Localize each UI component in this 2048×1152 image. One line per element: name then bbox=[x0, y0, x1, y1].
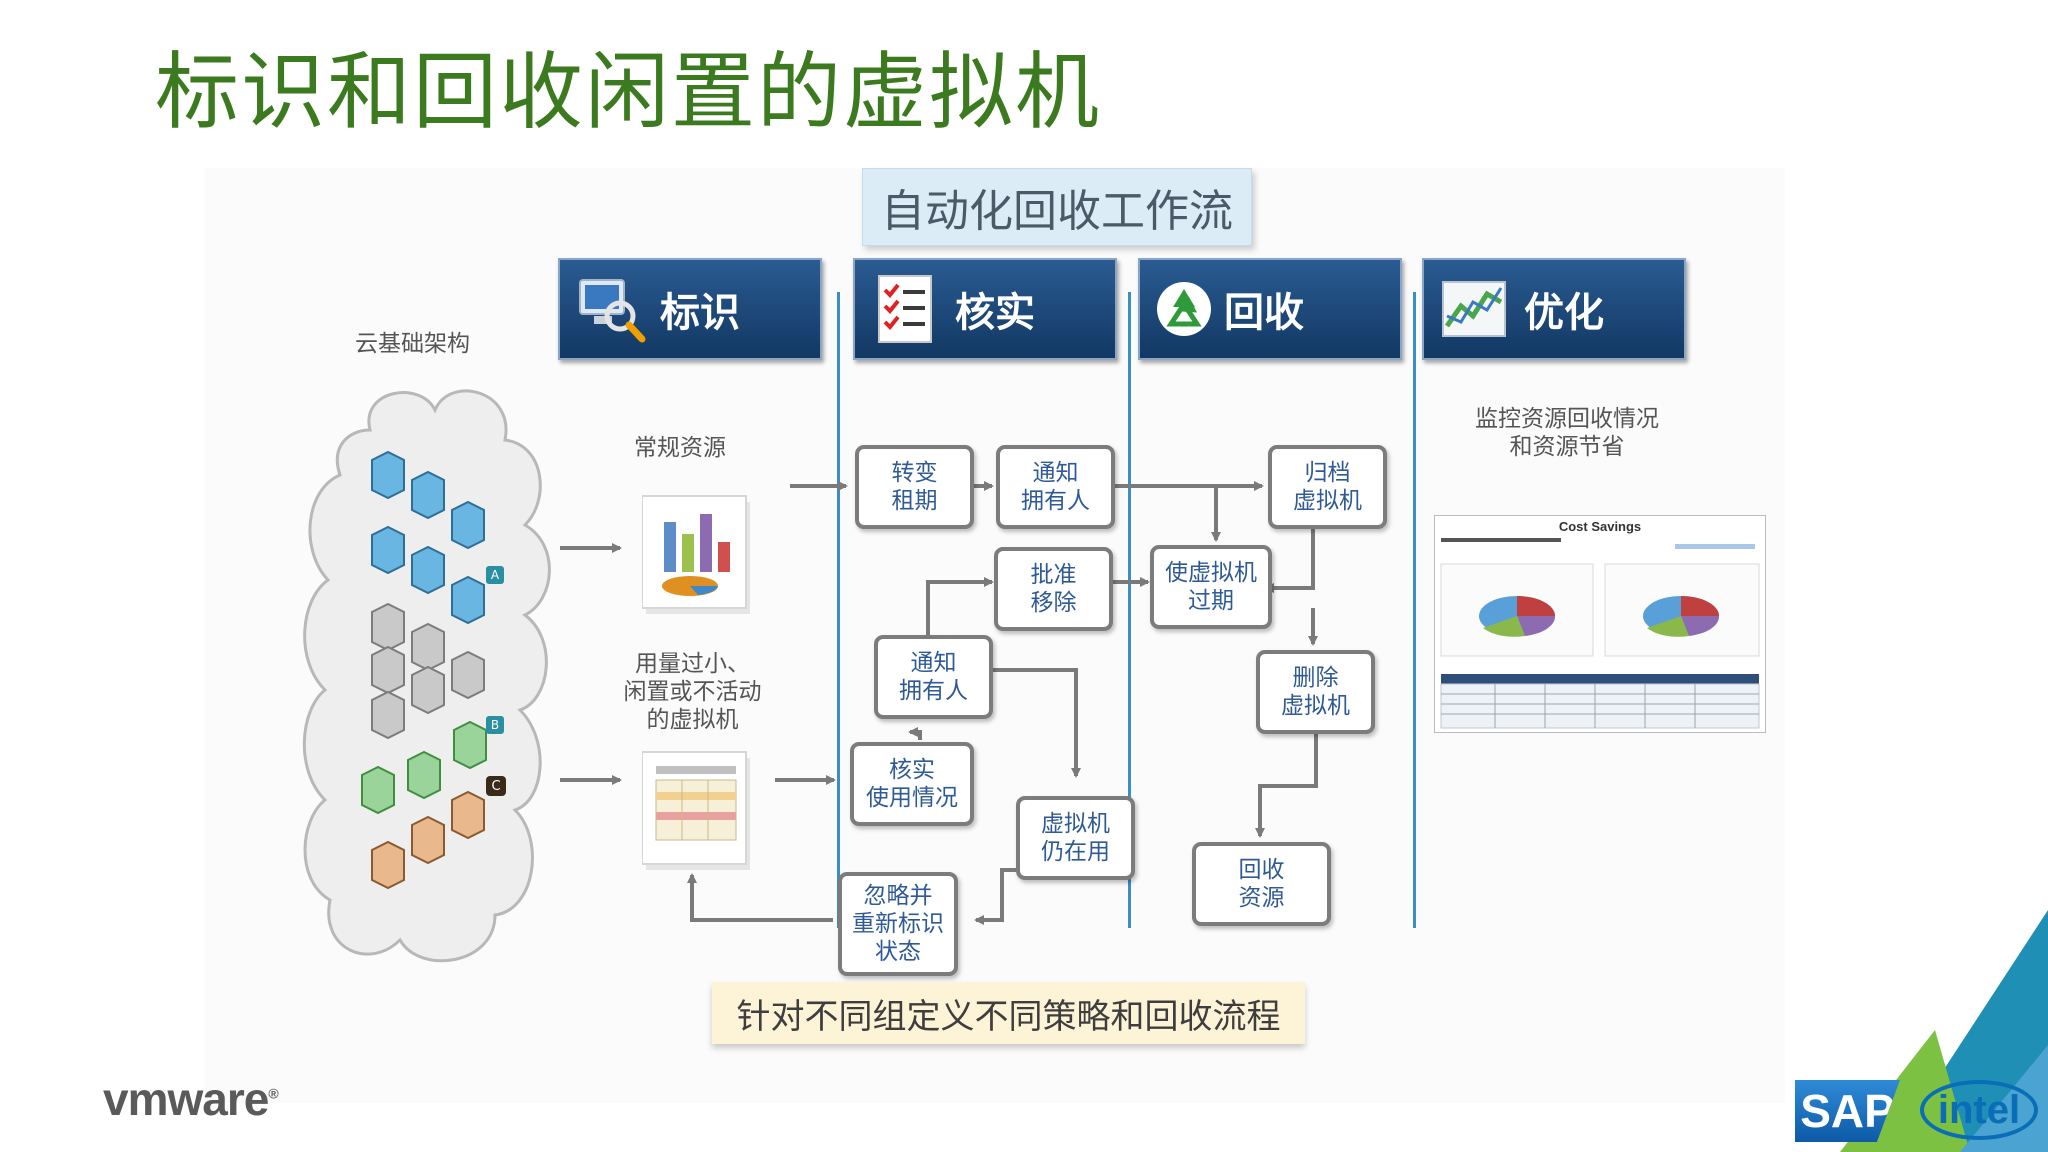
box-line: 批准 bbox=[1030, 562, 1077, 588]
intel-logo: intel bbox=[1920, 1080, 2038, 1140]
box-line: 使用情况 bbox=[866, 785, 958, 811]
marker-b: B bbox=[486, 716, 504, 734]
computer-magnifier-icon bbox=[572, 270, 650, 348]
box-line: 重新标识 bbox=[852, 911, 944, 937]
approve-remove-box: 批准 移除 bbox=[994, 547, 1113, 631]
report-table-icon bbox=[642, 751, 750, 870]
change-lease-box: 转变 租期 bbox=[855, 445, 974, 529]
expire-vm-box: 使虚拟机 过期 bbox=[1150, 545, 1272, 629]
stage-optimize: 优化 bbox=[1422, 258, 1686, 360]
box-line: 转变 bbox=[891, 460, 938, 486]
report-chart-icon bbox=[642, 495, 750, 614]
cloud-infrastructure bbox=[302, 389, 551, 963]
cost-savings-report: Cost Savings bbox=[1434, 515, 1766, 733]
box-line: 虚拟机 bbox=[1041, 811, 1110, 837]
stage-verify: 核实 bbox=[853, 258, 1117, 360]
monitor-label: 监控资源回收情况 和资源节省 bbox=[1462, 405, 1672, 461]
chart-trend-icon bbox=[1436, 270, 1514, 348]
recycle-icon bbox=[1154, 270, 1214, 348]
notify-owner-box-1: 通知 拥有人 bbox=[996, 445, 1115, 529]
delete-vm-box: 删除 虚拟机 bbox=[1256, 650, 1375, 734]
monitor-line: 和资源节省 bbox=[1509, 434, 1625, 460]
idle-vms-line: 用量过小、 bbox=[635, 651, 750, 677]
stage-separator bbox=[1413, 292, 1416, 928]
box-line: 核实 bbox=[889, 757, 935, 783]
cloud-label: 云基础架构 bbox=[355, 331, 470, 357]
verify-usage-box: 核实 使用情况 bbox=[850, 742, 974, 826]
stage-reclaim: 回收 bbox=[1138, 258, 1402, 360]
vmware-logo: vmware® bbox=[103, 1072, 279, 1126]
idle-vms-line: 的虚拟机 bbox=[646, 707, 739, 733]
stage-label: 核实 bbox=[955, 290, 1035, 336]
stage-label: 优化 bbox=[1524, 290, 1604, 336]
box-line: 过期 bbox=[1188, 588, 1234, 614]
normal-resources-label: 常规资源 bbox=[634, 435, 726, 461]
box-line: 通知 bbox=[910, 650, 957, 676]
box-line: 状态 bbox=[875, 939, 921, 965]
box-line: 回收 bbox=[1238, 857, 1285, 883]
stage-separator bbox=[1128, 292, 1131, 928]
box-line: 使虚拟机 bbox=[1165, 560, 1257, 586]
box-line: 忽略并 bbox=[863, 883, 933, 909]
idle-vms-label: 用量过小、 闲置或不活动 的虚拟机 bbox=[615, 650, 770, 734]
monitor-line: 监控资源回收情况 bbox=[1475, 406, 1659, 432]
box-line: 资源 bbox=[1238, 885, 1285, 911]
box-line: 拥有人 bbox=[899, 678, 968, 704]
workflow-title: 自动化回收工作流 bbox=[862, 168, 1252, 246]
stage-label: 回收 bbox=[1224, 290, 1304, 336]
sap-logo: SAP bbox=[1795, 1080, 1900, 1142]
stage-separator bbox=[837, 292, 840, 928]
checklist-icon bbox=[867, 270, 945, 348]
idle-vms-line: 闲置或不活动 bbox=[623, 679, 762, 705]
stage-label: 标识 bbox=[660, 290, 740, 336]
vmware-logo-text: vmware bbox=[103, 1073, 269, 1125]
strategy-banner: 针对不同组定义不同策略和回收流程 bbox=[712, 982, 1305, 1044]
box-line: 虚拟机 bbox=[1281, 693, 1350, 719]
box-line: 归档 bbox=[1304, 460, 1351, 486]
box-line: 拥有人 bbox=[1021, 488, 1090, 514]
slide-title: 标识和回收闲置的虚拟机 bbox=[155, 43, 1102, 141]
marker-a: A bbox=[486, 566, 504, 584]
archive-vm-box: 归档 虚拟机 bbox=[1268, 445, 1387, 529]
stage-identify: 标识 bbox=[558, 258, 822, 360]
reclaim-resources-box: 回收 资源 bbox=[1192, 842, 1331, 926]
report-title: Cost Savings bbox=[1558, 519, 1642, 534]
report-graphics bbox=[1440, 538, 1760, 729]
marker-c: C bbox=[486, 776, 506, 796]
box-line: 删除 bbox=[1292, 665, 1339, 691]
box-line: 移除 bbox=[1030, 590, 1077, 616]
notify-owner-box-2: 通知 拥有人 bbox=[874, 635, 993, 719]
registered-mark: ® bbox=[268, 1085, 278, 1102]
box-line: 租期 bbox=[891, 488, 938, 514]
box-line: 仍在用 bbox=[1041, 839, 1110, 865]
vm-still-used-box: 虚拟机 仍在用 bbox=[1016, 796, 1135, 880]
box-line: 虚拟机 bbox=[1293, 488, 1362, 514]
box-line: 通知 bbox=[1032, 460, 1079, 486]
ignore-reflag-box: 忽略并 重新标识 状态 bbox=[838, 872, 958, 976]
